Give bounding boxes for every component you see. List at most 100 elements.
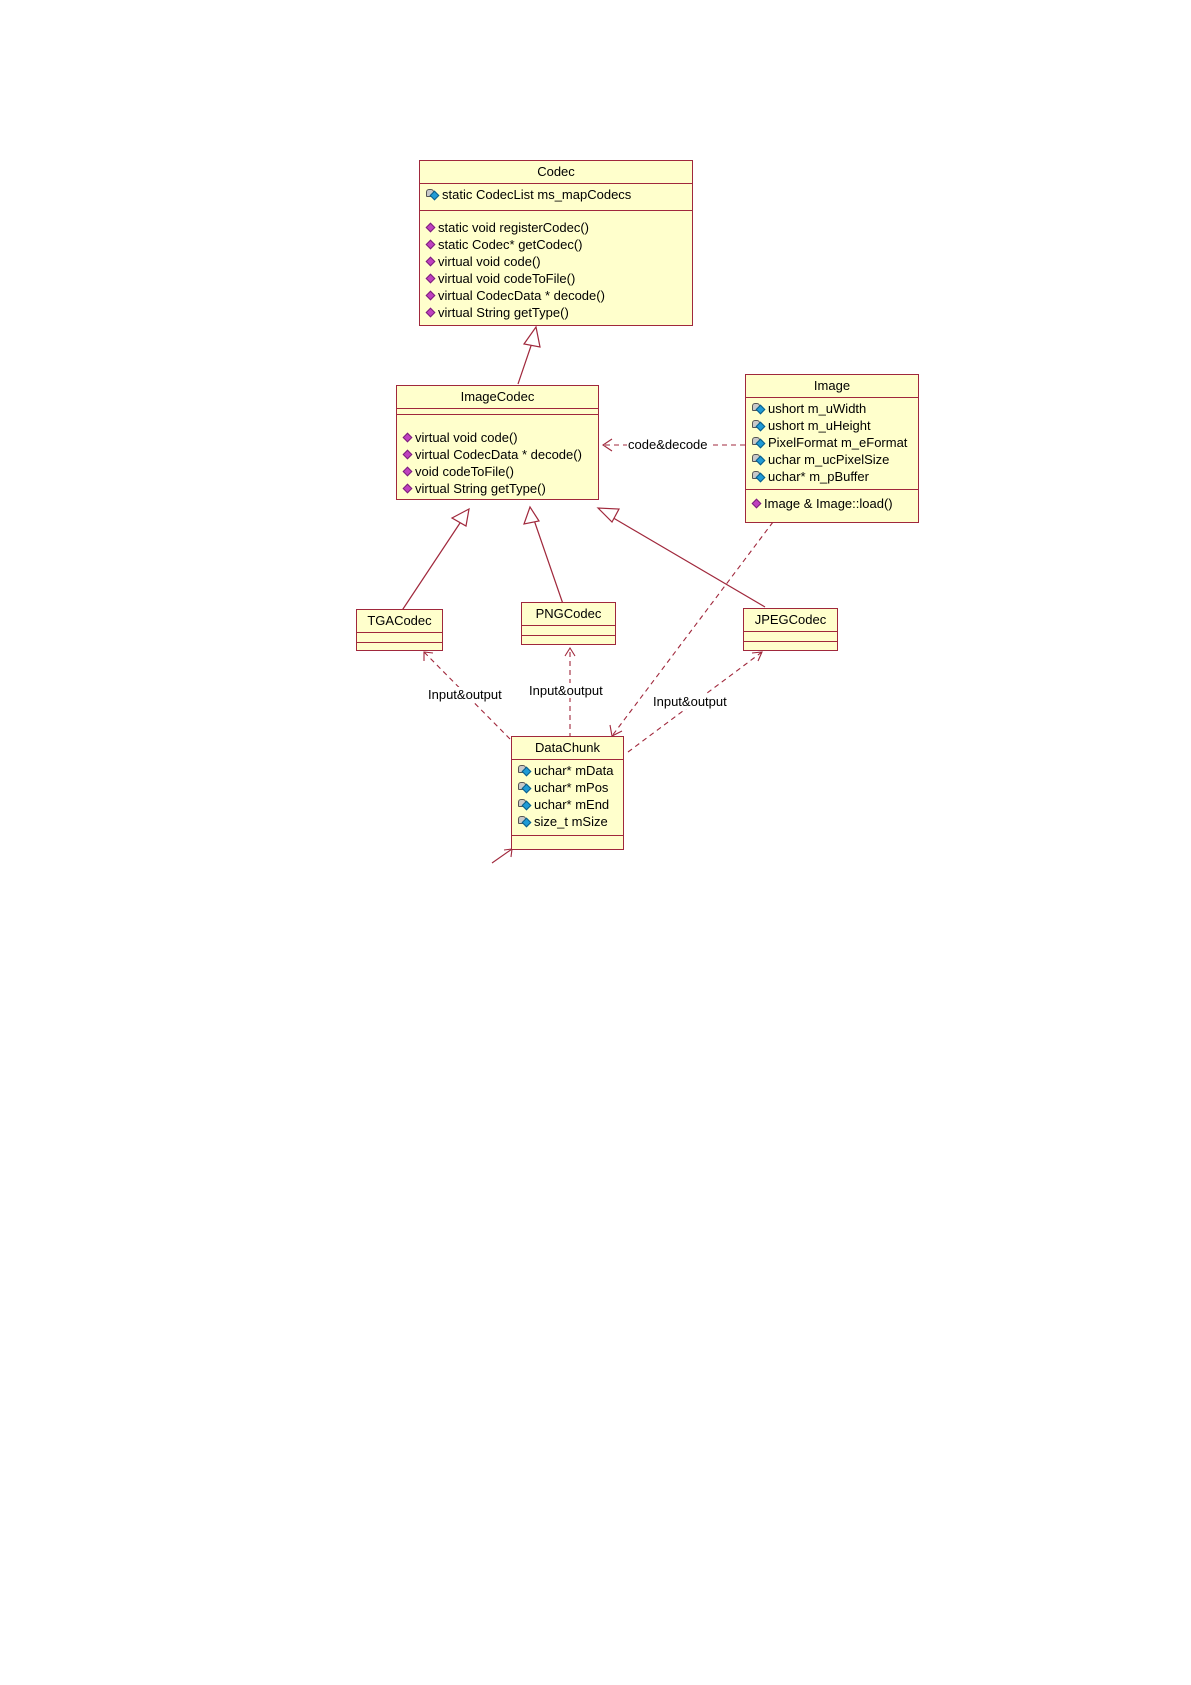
operations-compartment: static void registerCodec() static Codec… [420,211,692,323]
operations-compartment: Image & Image::load() [746,490,918,514]
class-name: TGACodec [357,610,442,633]
operation-row: virtual void codeToFile() [425,270,690,287]
attributes-compartment [357,633,442,643]
operation-row: virtual CodecData * decode() [425,287,690,304]
generalization-jpegcodec-imagecodec [609,515,766,608]
operation-text: virtual String getType() [438,305,569,320]
public-operation-icon [425,222,437,234]
attributes-compartment [522,626,615,636]
attribute-row: size_t mSize [517,813,621,830]
attribute-row: uchar* mEnd [517,796,621,813]
attribute-row: uchar* mPos [517,779,621,796]
operation-row: virtual CodecData * decode() [402,446,596,463]
class-name: ImageCodec [397,386,598,409]
attributes-compartment: static CodecList ms_mapCodecs [420,184,692,211]
attribute-text: ushort m_uHeight [768,418,871,433]
operation-row: static Codec* getCodec() [425,236,690,253]
class-name: JPEGCodec [744,609,837,632]
attribute-text: uchar m_ucPixelSize [768,452,890,467]
operation-text: virtual void code() [438,254,541,269]
public-operation-icon [402,449,414,461]
public-operation-icon [425,307,437,319]
attribute-text: size_t mSize [534,814,608,829]
operation-text: virtual CodecData * decode() [438,288,605,303]
code-decode-label: code&decode [627,437,709,452]
private-attribute-icon [517,798,533,811]
dependency-arrowhead-pngcodec [564,646,576,657]
attribute-row: uchar* mData [517,762,621,779]
private-attribute-icon [517,764,533,777]
attributes-compartment [397,409,598,415]
private-attribute-icon [751,419,767,432]
public-operation-icon [425,256,437,268]
class-codec[interactable]: Codec static CodecList ms_mapCodecs stat… [419,160,693,326]
operations-compartment [522,636,615,645]
generalization-pngcodec-imagecodec [533,519,564,605]
attribute-text: uchar* mData [534,763,614,778]
dependency-arrowhead-jpegcodec [751,651,763,662]
attribute-text: static CodecList ms_mapCodecs [442,187,632,202]
public-operation-icon [402,483,414,495]
attribute-text: uchar* mPos [534,780,609,795]
operation-row: virtual String getType() [425,304,690,321]
attributes-compartment: uchar* mData uchar* mPos uchar* mEnd siz… [512,760,623,836]
class-jpegcodec[interactable]: JPEGCodec [743,608,838,651]
inheritance-arrowhead-tga [450,507,470,527]
public-operation-icon [402,466,414,478]
public-operation-icon [751,498,763,510]
operation-text: static void registerCodec() [438,220,589,235]
operation-text: virtual String getType() [415,481,546,496]
inheritance-arrowhead-jpeg [596,507,620,523]
public-operation-icon [402,432,414,444]
private-attribute-icon [751,436,767,449]
operations-compartment: virtual void code() virtual CodecData * … [397,415,598,499]
private-attribute-icon [751,470,767,483]
private-attribute-icon [517,781,533,794]
private-attribute-icon [751,402,767,415]
attribute-text: uchar* mEnd [534,797,610,812]
operation-row: static void registerCodec() [425,219,690,236]
png-input-output-label: Input&output [528,683,604,698]
operation-text: virtual CodecData * decode() [415,447,582,462]
class-name: Image [746,375,918,398]
public-operation-icon [425,239,437,251]
public-operation-icon [425,290,437,302]
operation-text: static Codec* getCodec() [438,237,583,252]
operation-row: virtual void code() [425,253,690,270]
operation-text: Image & Image::load() [764,496,893,511]
operation-row: virtual void code() [402,429,596,446]
jpeg-input-output-label: Input&output [652,694,728,709]
operation-row: void codeToFile() [402,463,596,480]
dependency-datachunk-tgacodec [423,651,511,740]
private-attribute-icon [425,188,441,201]
class-image[interactable]: Image ushort m_uWidth ushort m_uHeight P… [745,374,919,523]
private-attribute-icon [517,815,533,828]
attributes-compartment [744,632,837,642]
attribute-row: uchar m_ucPixelSize [751,451,916,468]
class-tgacodec[interactable]: TGACodec [356,609,443,651]
public-operation-icon [425,273,437,285]
operation-text: virtual void code() [415,430,518,445]
class-imagecodec[interactable]: ImageCodec virtual void code() virtual C… [396,385,599,500]
attribute-text: ushort m_uWidth [768,401,867,416]
class-pngcodec[interactable]: PNGCodec [521,602,616,645]
generalization-tgacodec-imagecodec [400,519,463,613]
attribute-row: ushort m_uHeight [751,417,916,434]
attribute-row: PixelFormat m_eFormat [751,434,916,451]
attribute-row: ushort m_uWidth [751,400,916,417]
operations-compartment [744,642,837,651]
attribute-text: uchar* m_pBuffer [768,469,869,484]
inheritance-arrowhead-png [523,505,540,525]
class-name: Codec [420,161,692,184]
inheritance-arrowhead-codec [522,325,541,348]
attribute-row: static CodecList ms_mapCodecs [425,186,690,203]
generalization-imagecodec-codec [517,339,534,385]
class-datachunk[interactable]: DataChunk uchar* mData uchar* mPos uchar… [511,736,624,850]
attributes-compartment: ushort m_uWidth ushort m_uHeight PixelFo… [746,398,918,490]
operations-compartment [357,643,442,652]
operation-text: void codeToFile() [415,464,514,479]
class-name: DataChunk [512,737,623,760]
tga-input-output-label: Input&output [427,687,503,702]
private-attribute-icon [751,453,767,466]
